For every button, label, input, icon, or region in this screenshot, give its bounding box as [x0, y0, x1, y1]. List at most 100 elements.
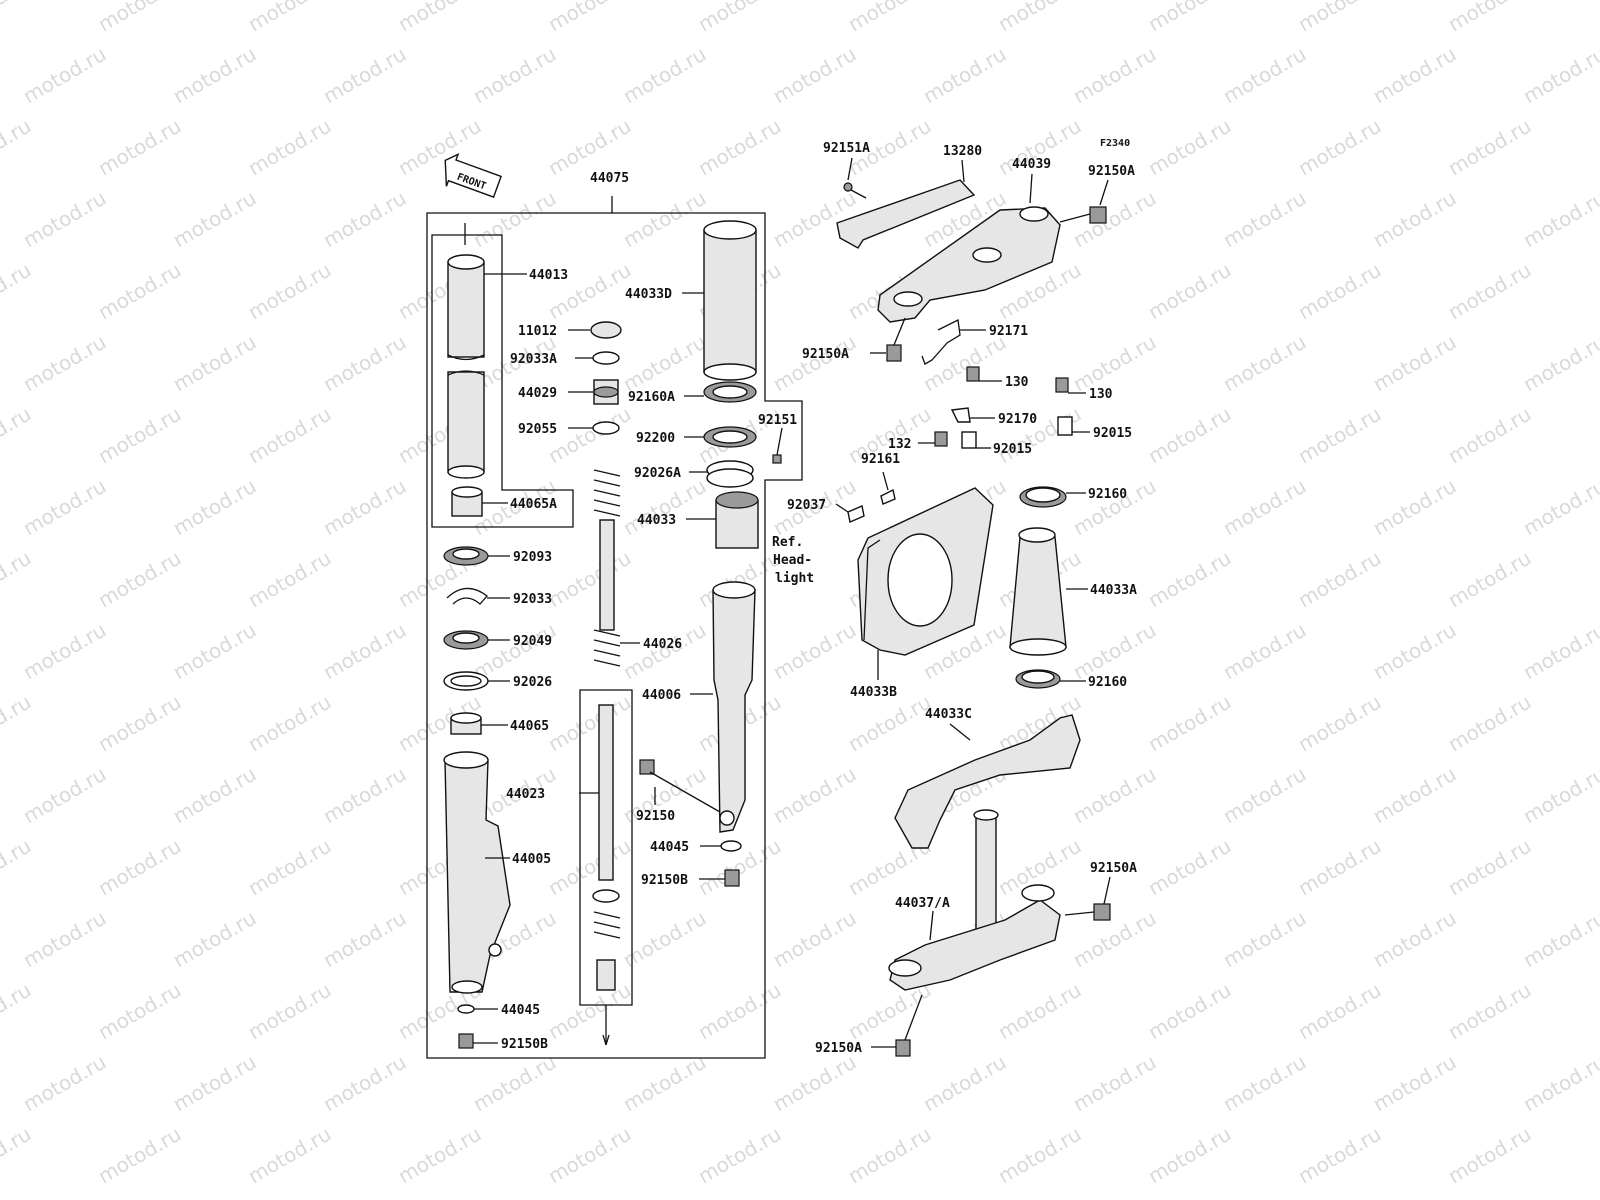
watermark-text: motod.ru: [1294, 978, 1385, 1045]
fork-assembly-frame: [426, 196, 803, 1059]
watermark-text: motod.ru: [169, 186, 260, 253]
watermark-text: motod.ru: [0, 0, 35, 36]
watermark-text: motod.ru: [94, 690, 185, 757]
watermark-text: motod.ru: [844, 0, 935, 36]
part-label: 92150B: [641, 873, 688, 888]
watermark-text: motod.ru: [1519, 1194, 1600, 1200]
part-label: 44026: [643, 637, 682, 652]
part-label: 92160: [1088, 487, 1127, 502]
part-label: 44065A: [510, 497, 557, 512]
part-label: 44033D: [625, 287, 672, 302]
watermark-text: motod.ru: [169, 618, 260, 685]
watermark-text: motod.ru: [169, 1194, 260, 1200]
watermark-text: motod.ru: [1519, 762, 1600, 829]
part-label: 92150B: [501, 1037, 548, 1052]
watermark-text: motod.ru: [0, 834, 35, 901]
part-label: 13280: [943, 144, 982, 159]
watermark-text: motod.ru: [244, 834, 335, 901]
watermark-text: motod.ru: [1144, 978, 1235, 1045]
watermark-text: motod.ru: [319, 1050, 410, 1117]
part-label: 44006: [642, 688, 681, 703]
cap-washers-column: [590, 321, 622, 435]
part-label: 44029: [518, 386, 557, 401]
part-label: 44033C: [925, 707, 972, 722]
watermark-text: motod.ru: [19, 762, 110, 829]
part-label: 44033A: [1090, 583, 1137, 598]
watermark-text: motod.ru: [1594, 978, 1600, 1045]
watermark-text: motod.ru: [1144, 114, 1235, 181]
watermark-text: motod.ru: [1069, 1194, 1160, 1200]
watermark-text: motod.ru: [469, 1050, 560, 1117]
cover-44033: [715, 491, 759, 549]
seal-stack: [443, 546, 489, 735]
watermark-text: motod.ru: [619, 1050, 710, 1117]
watermark-text: motod.ru: [94, 834, 185, 901]
watermark-text: motod.ru: [19, 330, 110, 397]
leader-lines: [473, 157, 1111, 1048]
watermark-text: motod.ru: [244, 1122, 335, 1189]
watermark-text: motod.ru: [1219, 618, 1310, 685]
watermark-text: motod.ru: [1294, 114, 1385, 181]
watermark-text: motod.ru: [694, 978, 785, 1045]
watermark-text: motod.ru: [319, 42, 410, 109]
part-label: 92171: [989, 324, 1028, 339]
watermark-text: motod.ru: [1069, 330, 1160, 397]
part-label: 44065: [510, 719, 549, 734]
watermark-text: motod.ru: [244, 0, 335, 36]
part-label: 44039: [1012, 157, 1051, 172]
headlight-cover-44033B: [857, 487, 994, 656]
part-label: 92200: [636, 431, 675, 446]
watermark-text: motod.ru: [19, 186, 110, 253]
watermark-text: motod.ru: [1444, 978, 1535, 1045]
watermark-text: motod.ru: [769, 1194, 860, 1200]
watermark-text: motod.ru: [244, 690, 335, 757]
part-label: 92033: [513, 592, 552, 607]
ring-92160-lower: [1015, 669, 1061, 689]
watermark-text: motod.ru: [544, 546, 635, 613]
watermark-text: motod.ru: [244, 258, 335, 325]
watermark-text: motod.ru: [919, 1050, 1010, 1117]
watermark-text: motod.ru: [469, 186, 560, 253]
watermark-text: motod.ru: [469, 42, 560, 109]
watermark-text: motod.ru: [769, 906, 860, 973]
watermark-text: motod.ru: [1519, 186, 1600, 253]
part-label: 92150A: [1090, 861, 1137, 876]
watermark-text: motod.ru: [1219, 330, 1310, 397]
part-label: 92161: [861, 452, 900, 467]
watermark-text: motod.ru: [1369, 1050, 1460, 1117]
part-label: 92049: [513, 634, 552, 649]
watermark-text: motod.ru: [319, 618, 410, 685]
watermark-text: motod.ru: [544, 978, 635, 1045]
watermark-text: motod.ru: [1144, 834, 1235, 901]
watermark-text: motod.ru: [1519, 474, 1600, 541]
ref-note: Head-: [773, 553, 812, 568]
watermark-text: motod.ru: [919, 42, 1010, 109]
watermark-text: motod.ru: [844, 978, 935, 1045]
watermark-text: motod.ru: [19, 42, 110, 109]
watermark-text: motod.ru: [169, 42, 260, 109]
watermark-text: motod.ru: [1069, 474, 1160, 541]
clamp-plate-13280: [836, 179, 976, 249]
watermark-text: motod.ru: [1144, 402, 1235, 469]
upper-bracket-44039: [877, 206, 1061, 323]
watermark-text: motod.ru: [319, 474, 410, 541]
watermark-text: motod.ru: [1444, 114, 1535, 181]
damper-rod-44023: [592, 704, 621, 991]
watermark-text: motod.ru: [94, 0, 185, 36]
part-label: 44075: [590, 171, 629, 186]
watermark-text: motod.ru: [0, 1122, 35, 1189]
watermark-text: motod.ru: [1594, 690, 1600, 757]
watermark-text: motod.ru: [1144, 1122, 1235, 1189]
cover-tube-44033D: [703, 220, 757, 381]
watermark-text: motod.ru: [544, 0, 635, 36]
watermark-text: motod.ru: [169, 474, 260, 541]
part-label: 44033: [637, 513, 676, 528]
watermark-text: motod.ru: [619, 330, 710, 397]
watermark-text: motod.ru: [1369, 474, 1460, 541]
watermark-text: motod.ru: [619, 42, 710, 109]
watermark-text: motod.ru: [1294, 546, 1385, 613]
watermark-text: motod.ru: [394, 0, 485, 36]
watermark-text: motod.ru: [1144, 258, 1235, 325]
watermark-text: motod.ru: [19, 618, 110, 685]
watermark-text: motod.ru: [1219, 474, 1310, 541]
